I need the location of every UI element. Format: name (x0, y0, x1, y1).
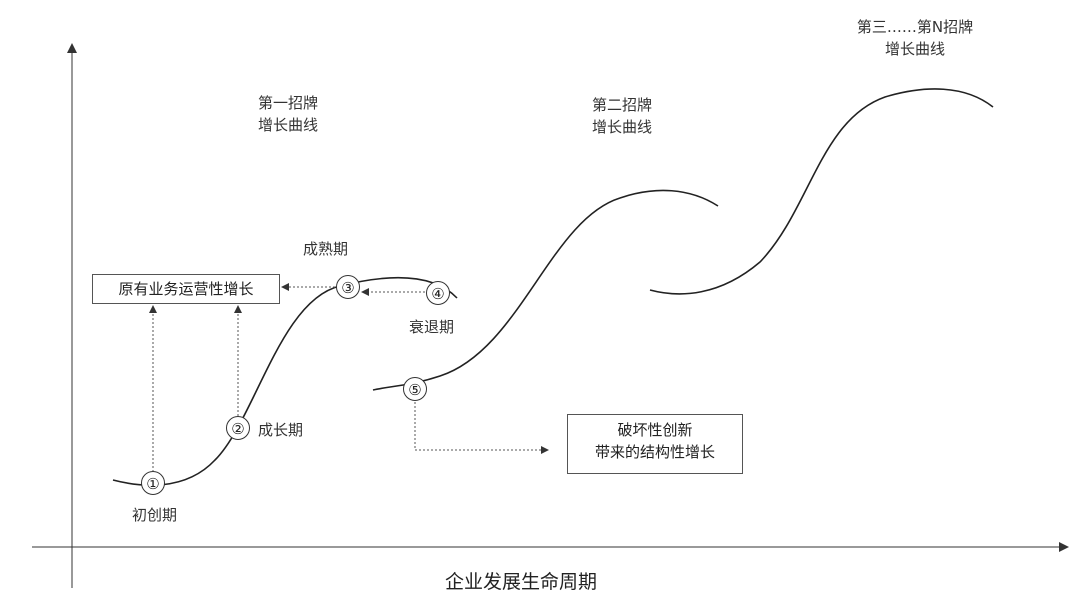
stage-label-decline: 衰退期 (409, 318, 455, 336)
first-curve-label: 第一招牌 增长曲线 (248, 92, 328, 136)
second-growth-curve (372, 189, 719, 391)
second-curve-label-line2: 增长曲线 (591, 118, 652, 136)
dashed-arrow-stage5-right (414, 402, 549, 454)
second-curve-label: 第二招牌 增长曲线 (582, 94, 662, 138)
nth-growth-curve (649, 88, 994, 295)
stage-marker-5: ⑤ (403, 377, 427, 401)
disruptive-growth-line2: 带来的结构性增长 (594, 443, 715, 461)
first-curve-label-line1: 第一招牌 (257, 94, 318, 112)
stage-label-maturity: 成熟期 (303, 240, 349, 258)
nth-curve-label-line1: 第三……第N招牌 (856, 18, 974, 36)
stage-marker-1: ① (141, 471, 165, 495)
disruptive-growth-box: 破坏性创新 带来的结构性增长 (567, 414, 743, 474)
nth-curve-label: 第三……第N招牌 增长曲线 (845, 16, 985, 60)
second-curve-label-line1: 第二招牌 (591, 96, 652, 114)
nth-curve-label-line2: 增长曲线 (884, 40, 945, 58)
stage-label-growth: 成长期 (258, 421, 304, 439)
disruptive-growth-line1: 破坏性创新 (617, 421, 693, 439)
stage-label-startup: 初创期 (132, 506, 178, 524)
x-axis-title: 企业发展生命周期 (445, 571, 598, 593)
operational-growth-box: 原有业务运营性增长 (92, 274, 280, 304)
stage-marker-2: ② (226, 416, 250, 440)
stage-marker-3: ③ (336, 275, 360, 299)
first-curve-label-line2: 增长曲线 (257, 116, 318, 134)
stage-marker-4: ④ (426, 281, 450, 305)
first-growth-curve (112, 276, 458, 486)
